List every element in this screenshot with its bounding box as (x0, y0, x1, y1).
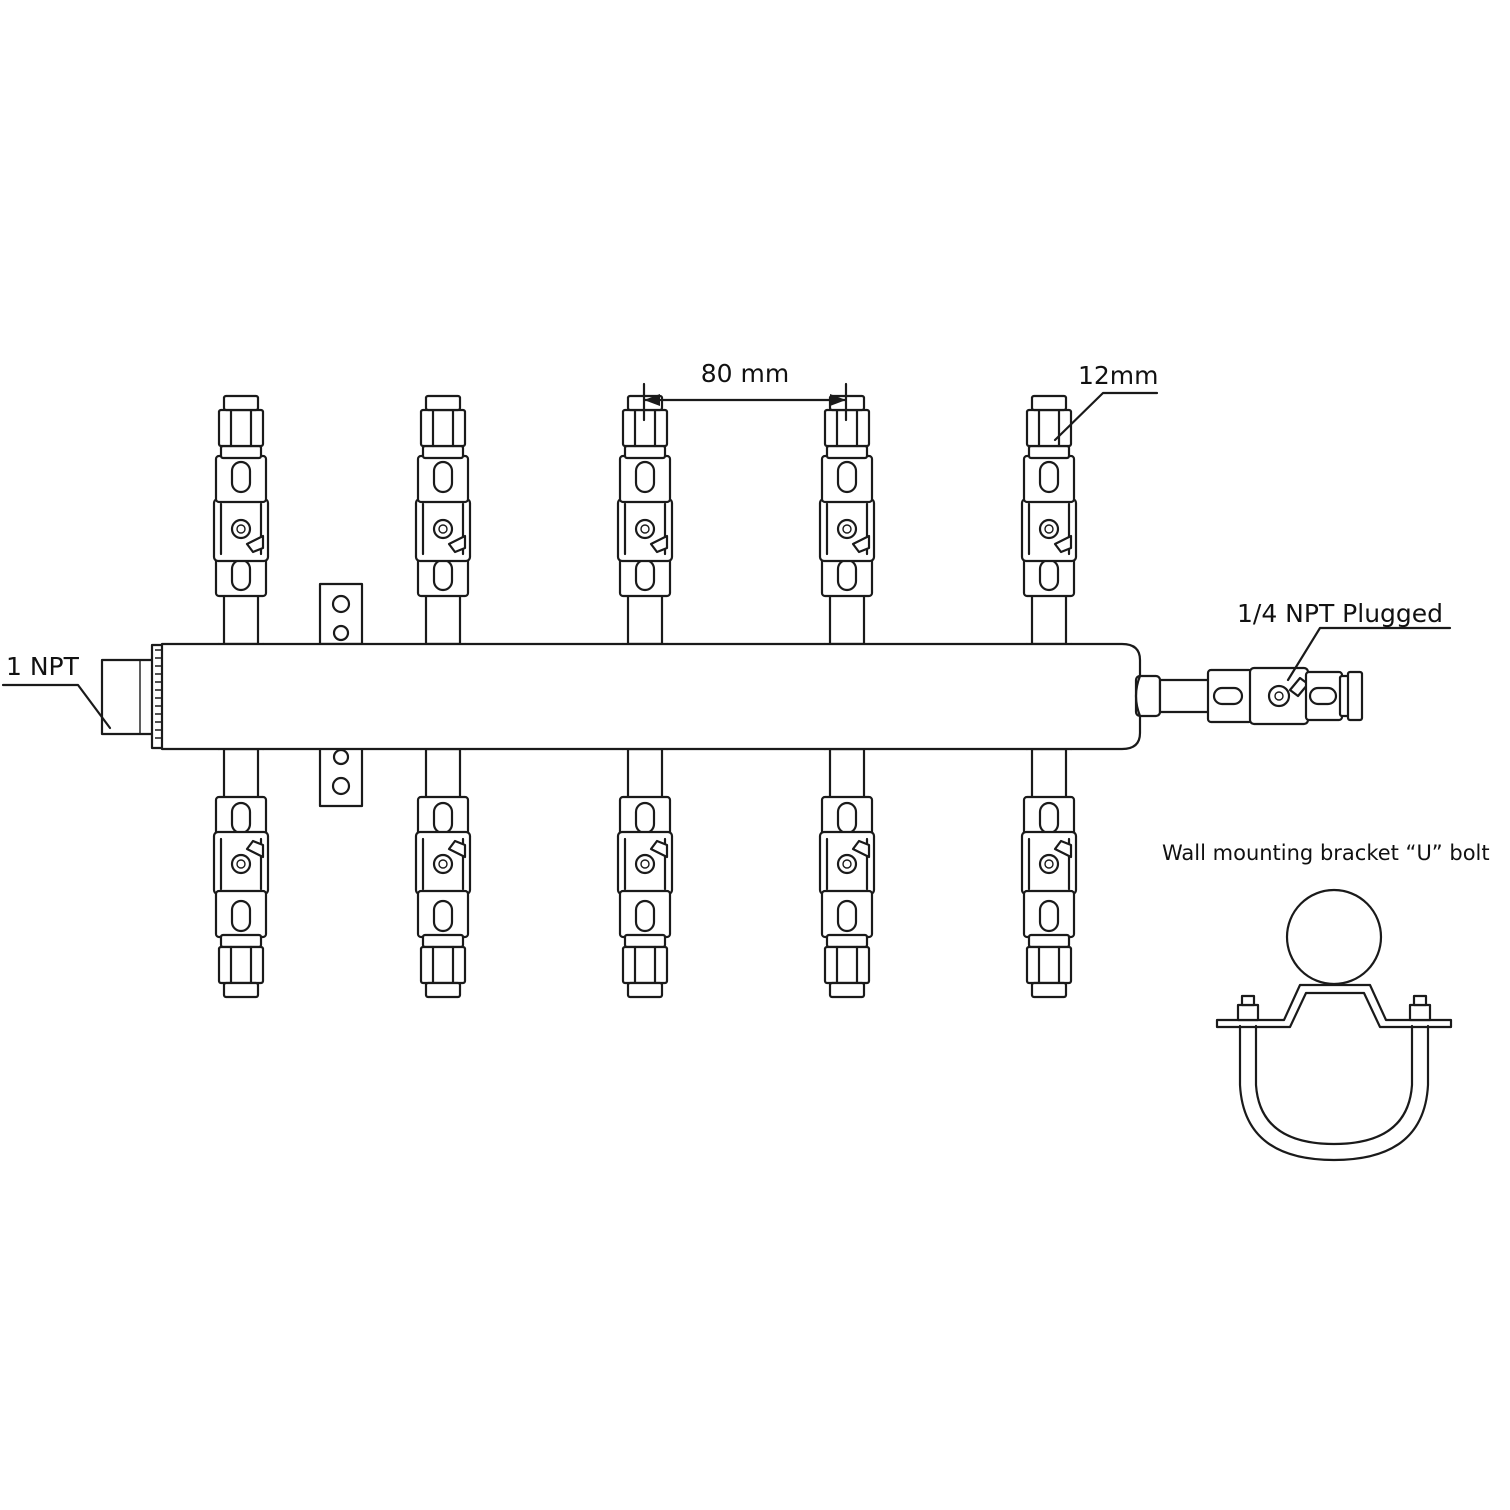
valve-top-5 (1020, 394, 1078, 650)
valve-top-2 (414, 394, 472, 650)
plug-valve (1158, 666, 1364, 726)
bracket-caption: Wall mounting bracket “U” bolt (1162, 841, 1490, 865)
valve-bottom-5 (1020, 743, 1078, 999)
inlet-label: 1 NPT (6, 652, 80, 681)
valve-bottom-3 (616, 743, 674, 999)
inlet-leader (1, 683, 112, 730)
u-bolt-bracket-detail (1215, 888, 1453, 1162)
valve-bottom-2 (414, 743, 472, 999)
inlet-fitting (100, 643, 166, 750)
manifold-body (160, 642, 1142, 751)
plug-port-label: 1/4 NPT Plugged (1237, 599, 1443, 628)
pipe-section (1285, 888, 1383, 986)
valve-top-4 (818, 394, 876, 650)
tube-size-label: 12mm (1078, 361, 1159, 390)
valve-top-3 (616, 394, 674, 650)
valve-top-1 (212, 394, 270, 650)
tube-size-leader (1053, 391, 1159, 442)
spacing-dimension-label: 80 mm (701, 359, 789, 388)
plug-port-leader (1286, 626, 1452, 682)
spacing-dimension (642, 382, 848, 422)
end-boss (1134, 674, 1162, 718)
valve-bottom-1 (212, 743, 270, 999)
valve-bottom-4 (818, 743, 876, 999)
